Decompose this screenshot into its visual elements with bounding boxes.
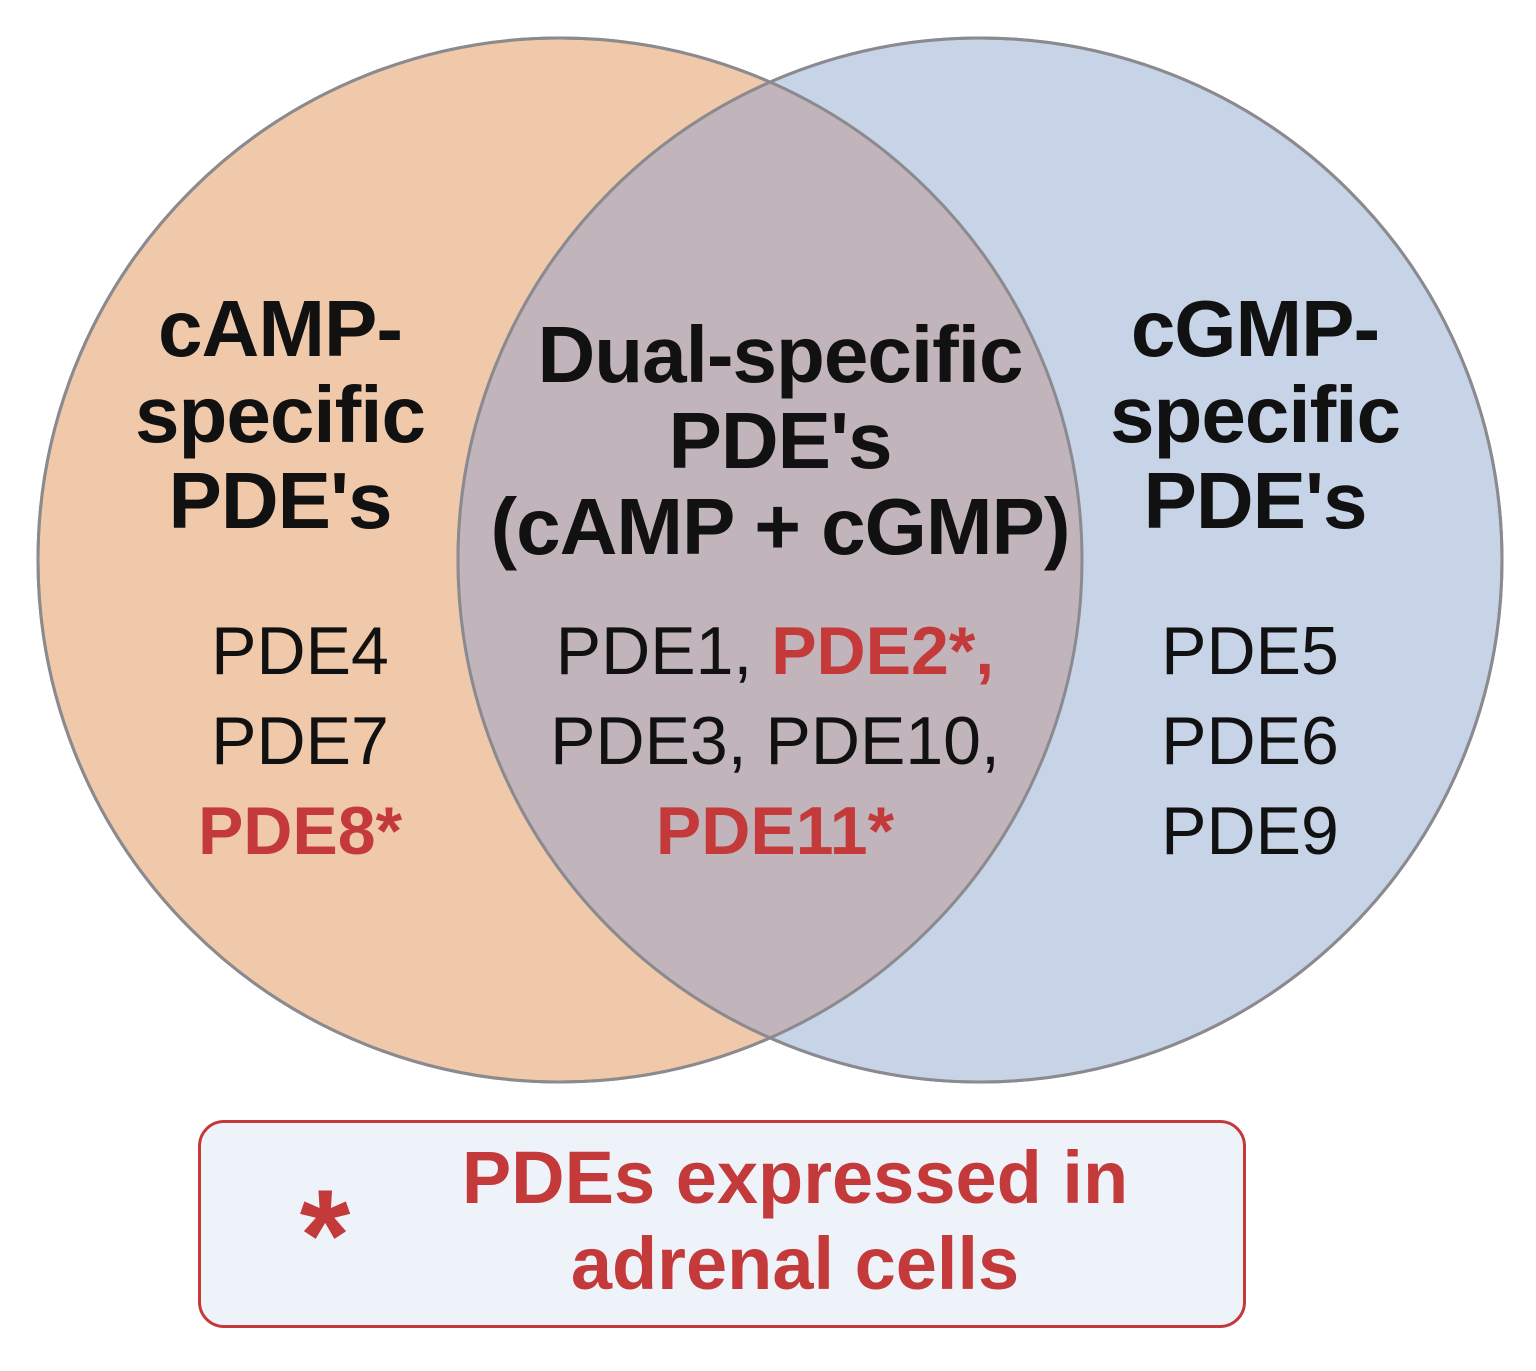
- legend-line: PDEs expressed in: [461, 1136, 1129, 1219]
- camp-circle-outline: [36, 36, 1084, 1084]
- cgmp-specific-list: PDE5 PDE6 PDE9: [1100, 606, 1400, 876]
- pde-item: PDE4: [211, 613, 389, 689]
- dual-heading-line: (cAMP + cGMP): [490, 482, 1071, 571]
- pde-item-highlighted: PDE11*: [655, 793, 895, 869]
- camp-heading-line: cAMP-: [158, 284, 403, 373]
- pde-item: PDE6: [1161, 703, 1339, 779]
- camp-specific-list: PDE4 PDE7 PDE8*: [140, 606, 460, 876]
- dual-specific-heading: Dual-specific PDE's (cAMP + cGMP): [460, 312, 1100, 570]
- pde-item-highlighted: PDE2*,: [771, 613, 995, 689]
- pde-item: PDE5: [1161, 613, 1339, 689]
- cgmp-heading-line: PDE's: [1143, 456, 1367, 545]
- cgmp-specific-heading: cGMP- specific PDE's: [1080, 286, 1430, 544]
- camp-heading-line: PDE's: [168, 456, 392, 545]
- asterisk-icon: *: [299, 1162, 351, 1308]
- legend-line: adrenal cells: [570, 1222, 1020, 1305]
- overlap-region: [458, 38, 1082, 1082]
- pde-item-highlighted: PDE8*: [197, 793, 403, 869]
- dual-heading-line: Dual-specific: [537, 310, 1024, 399]
- pde-item: PDE3, PDE10,: [550, 703, 1000, 779]
- dual-heading-line: PDE's: [668, 396, 892, 485]
- cgmp-heading-line: specific: [1110, 370, 1401, 459]
- pde-item: PDE9: [1161, 793, 1339, 869]
- legend-box: [198, 1120, 1246, 1328]
- legend-text: PDEs expressed in adrenal cells: [385, 1135, 1205, 1307]
- camp-specific-heading: cAMP- specific PDE's: [110, 286, 450, 544]
- cgmp-heading-line: cGMP-: [1130, 284, 1380, 373]
- pde-item: PDE1,: [555, 613, 772, 689]
- cgmp-circle-outline: [456, 36, 1504, 1084]
- dual-item-line: PDE1, PDE2*,: [450, 606, 1100, 696]
- pde-item: PDE7: [211, 703, 389, 779]
- camp-heading-line: specific: [135, 370, 426, 459]
- dual-specific-list: PDE1, PDE2*, PDE3, PDE10, PDE11*: [450, 606, 1100, 876]
